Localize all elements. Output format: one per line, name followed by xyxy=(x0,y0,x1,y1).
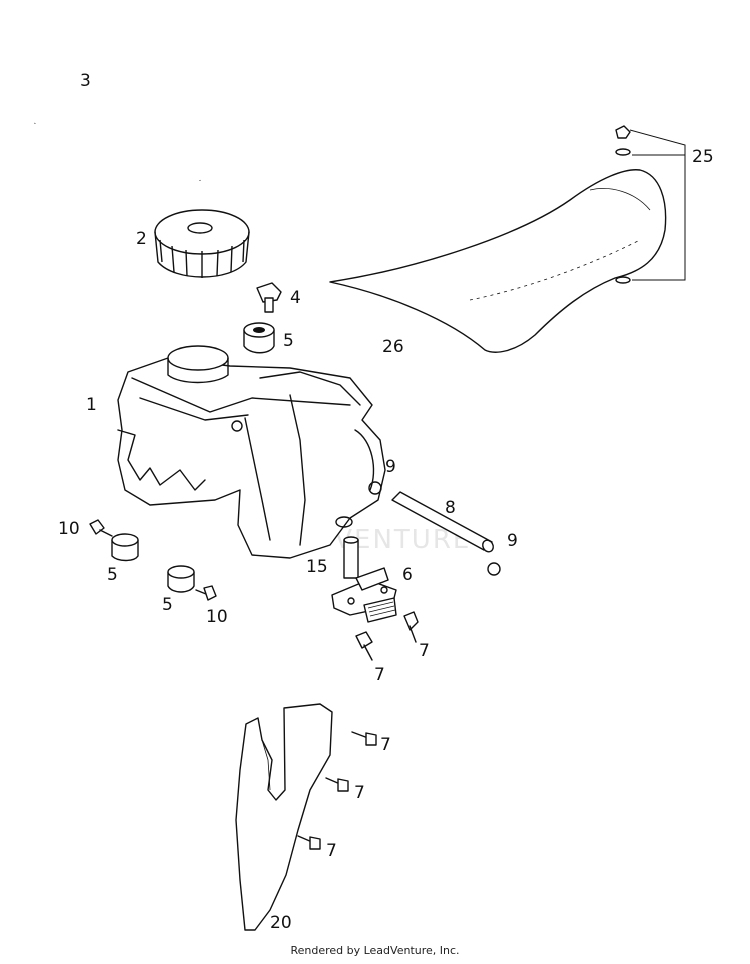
breather-hose-part-3 xyxy=(33,35,202,181)
callout-26: 26 xyxy=(382,337,404,357)
callout-9-lower: 9 xyxy=(507,531,518,551)
seat-bolt-part-25 xyxy=(615,125,686,284)
callout-15: 15 xyxy=(306,557,328,577)
callout-4: 4 xyxy=(290,288,301,308)
callout-25: 25 xyxy=(692,147,714,167)
hose-clip-part-9-lower xyxy=(487,562,501,576)
bolt-part-10-left xyxy=(89,519,113,537)
callout-1: 1 xyxy=(86,395,97,415)
screw-part-7-cover-top xyxy=(351,731,377,746)
bushing-part-5-left xyxy=(111,533,139,562)
callout-7-cover-top: 7 xyxy=(380,735,391,755)
callout-5-upper: 5 xyxy=(283,331,294,351)
callout-10-right: 10 xyxy=(206,607,228,627)
bushing-part-5-right xyxy=(167,565,195,593)
bushing-part-5-upper xyxy=(243,322,275,354)
footer-credit: Rendered by LeadVenture, Inc. xyxy=(290,944,460,957)
callout-7-cover-middle: 7 xyxy=(354,783,365,803)
fuel-tap-part-6 xyxy=(331,536,397,623)
seat-part-26 xyxy=(329,169,667,353)
callout-8: 8 xyxy=(445,498,456,518)
screw-part-7-tap-left xyxy=(355,631,373,661)
callout-5-right: 5 xyxy=(162,595,173,615)
callout-20: 20 xyxy=(270,913,292,933)
screw-part-7-tap-right xyxy=(403,611,419,643)
hose-clip-part-9-upper xyxy=(368,481,382,495)
fuel-tank-part-1 xyxy=(117,345,386,559)
callout-6: 6 xyxy=(402,565,413,585)
callout-7-tap-left: 7 xyxy=(374,665,385,685)
screw-part-4 xyxy=(256,282,282,313)
callout-7-tap-right: 7 xyxy=(419,641,430,661)
fuel-cap-part-2 xyxy=(154,209,250,278)
side-cover-part-20 xyxy=(235,703,333,931)
callout-2: 2 xyxy=(136,229,147,249)
callout-3: 3 xyxy=(80,71,91,91)
screw-part-7-cover-middle xyxy=(325,777,349,792)
callout-9-upper: 9 xyxy=(385,457,396,477)
fuel-hose-part-8 xyxy=(391,491,494,553)
callout-10-left: 10 xyxy=(58,519,80,539)
o-ring xyxy=(335,516,353,528)
callout-5-left: 5 xyxy=(107,565,118,585)
bolt-part-10-right xyxy=(195,585,217,601)
callout-7-cover-bottom: 7 xyxy=(326,841,337,861)
screw-part-7-cover-bottom xyxy=(297,835,321,850)
